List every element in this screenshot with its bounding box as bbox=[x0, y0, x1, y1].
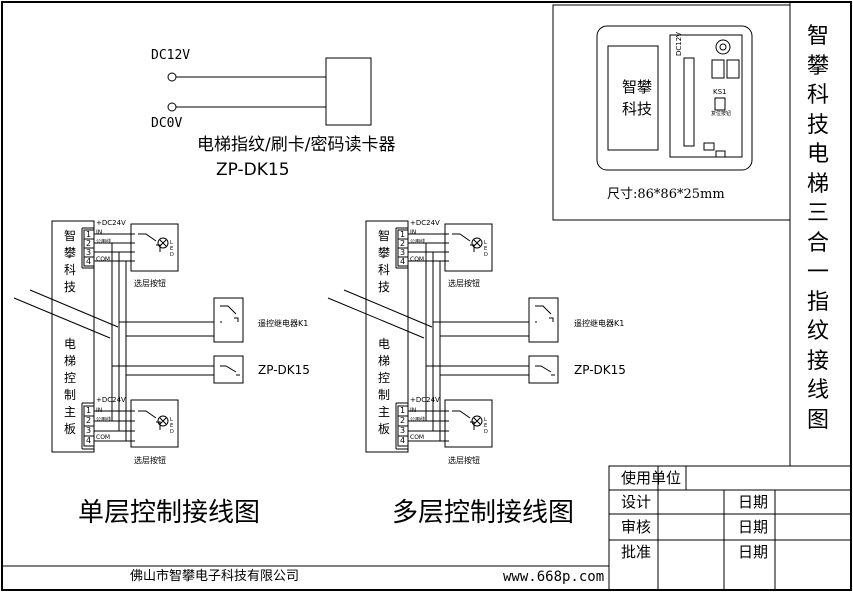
design-date-label: 日期 bbox=[738, 493, 769, 511]
terminal-pin-1: 1 bbox=[400, 406, 406, 415]
terminal-pin-4: 4 bbox=[400, 436, 406, 445]
common-top-left: 公用线 bbox=[96, 239, 112, 245]
single-floor-caption: 单层控制接线图 bbox=[78, 498, 261, 528]
common-bottom-right: 公用线 bbox=[410, 417, 426, 423]
terminal-pin-4: 4 bbox=[400, 257, 406, 266]
review-date-label: 日期 bbox=[738, 518, 769, 536]
dc0v-label: DC0V bbox=[151, 116, 183, 131]
board-brand-left: 智攀科技 bbox=[63, 229, 76, 294]
terminal-pin-2: 2 bbox=[86, 416, 92, 425]
board-name-left: 电梯控制主板 bbox=[63, 337, 76, 436]
board-brand-right: 智攀科技 bbox=[377, 229, 390, 294]
terminal-pin-4: 4 bbox=[86, 257, 92, 266]
terminal-pin-2: 2 bbox=[86, 239, 92, 248]
reader-caption: 电梯指纹/刷卡/密码读卡器 bbox=[197, 135, 396, 155]
use-unit-label: 使用单位 bbox=[621, 469, 682, 487]
floor-button-top-left: 选层按钮 bbox=[134, 279, 166, 288]
terminal-pin-3: 3 bbox=[86, 426, 92, 435]
device-terminal-label: DC12V bbox=[675, 32, 683, 56]
multi-floor-caption: 多层控制接线图 bbox=[392, 498, 575, 528]
terminal-pin-3: 3 bbox=[86, 248, 92, 257]
single-floor-wiring bbox=[13, 220, 244, 453]
dc24v-top-left: +DC24V bbox=[96, 219, 126, 227]
com-bottom-left: COM bbox=[96, 434, 111, 441]
reader-model-right: ZP-DK15 bbox=[574, 363, 626, 377]
board-name-right: 电梯控制主板 bbox=[377, 337, 390, 436]
common-top-right: 公用线 bbox=[410, 239, 426, 245]
common-bottom-left: 公用线 bbox=[96, 417, 112, 423]
com-top-left: COM bbox=[96, 256, 111, 263]
in-bottom-right: IN bbox=[410, 407, 417, 414]
terminal-pin-1: 1 bbox=[86, 230, 92, 239]
dc24v-bottom-right: +DC24V bbox=[410, 396, 440, 404]
reader-model-left: ZP-DK15 bbox=[258, 363, 310, 377]
reset-switch-label: KS1 bbox=[713, 88, 727, 96]
floor-button-bottom-right: 选层按钮 bbox=[448, 456, 480, 465]
design-label: 设计 bbox=[621, 493, 652, 511]
com-top-right: COM bbox=[410, 256, 425, 263]
floor-button-top-right: 选层按钮 bbox=[448, 279, 480, 288]
reset-switch-caption: 复位按钮 bbox=[711, 111, 732, 117]
terminal-pin-2: 2 bbox=[400, 239, 406, 248]
terminal-pin-4: 4 bbox=[86, 436, 92, 445]
terminal-pin-2: 2 bbox=[400, 416, 406, 425]
approve-label: 批准 bbox=[621, 543, 652, 561]
vertical-title: 智攀科技电梯三合一指纹接线图 bbox=[806, 24, 829, 433]
terminal-pin-3: 3 bbox=[400, 248, 406, 257]
com-bottom-right: COM bbox=[410, 434, 425, 441]
in-bottom-left: IN bbox=[96, 407, 103, 414]
terminal-pin-1: 1 bbox=[400, 230, 406, 239]
website-link[interactable]: www.668p.com bbox=[503, 569, 605, 585]
terminal-pin-3: 3 bbox=[400, 426, 406, 435]
reader-model: ZP-DK15 bbox=[216, 160, 290, 180]
dc24v-bottom-left: +DC24V bbox=[96, 396, 126, 404]
in-top-right: IN bbox=[410, 229, 417, 236]
relay-label-left: 遥控继电器K1 bbox=[258, 319, 309, 328]
multi-floor-wiring bbox=[327, 220, 559, 453]
relay-label-right: 遥控继电器K1 bbox=[574, 319, 625, 328]
approve-date-label: 日期 bbox=[738, 543, 769, 561]
in-top-left: IN bbox=[96, 229, 103, 236]
company-name: 佛山市智攀电子科技有限公司 bbox=[130, 569, 300, 584]
dc12v-label: DC12V bbox=[151, 48, 191, 63]
dc24v-top-right: +DC24V bbox=[410, 219, 440, 227]
review-label: 审核 bbox=[621, 518, 652, 536]
device-brand-label: 智攀科技 bbox=[621, 78, 652, 118]
device-size-label: 尺寸:86*86*25mm bbox=[607, 187, 725, 202]
terminal-pin-1: 1 bbox=[86, 406, 92, 415]
floor-button-bottom-left: 选层按钮 bbox=[134, 456, 166, 465]
